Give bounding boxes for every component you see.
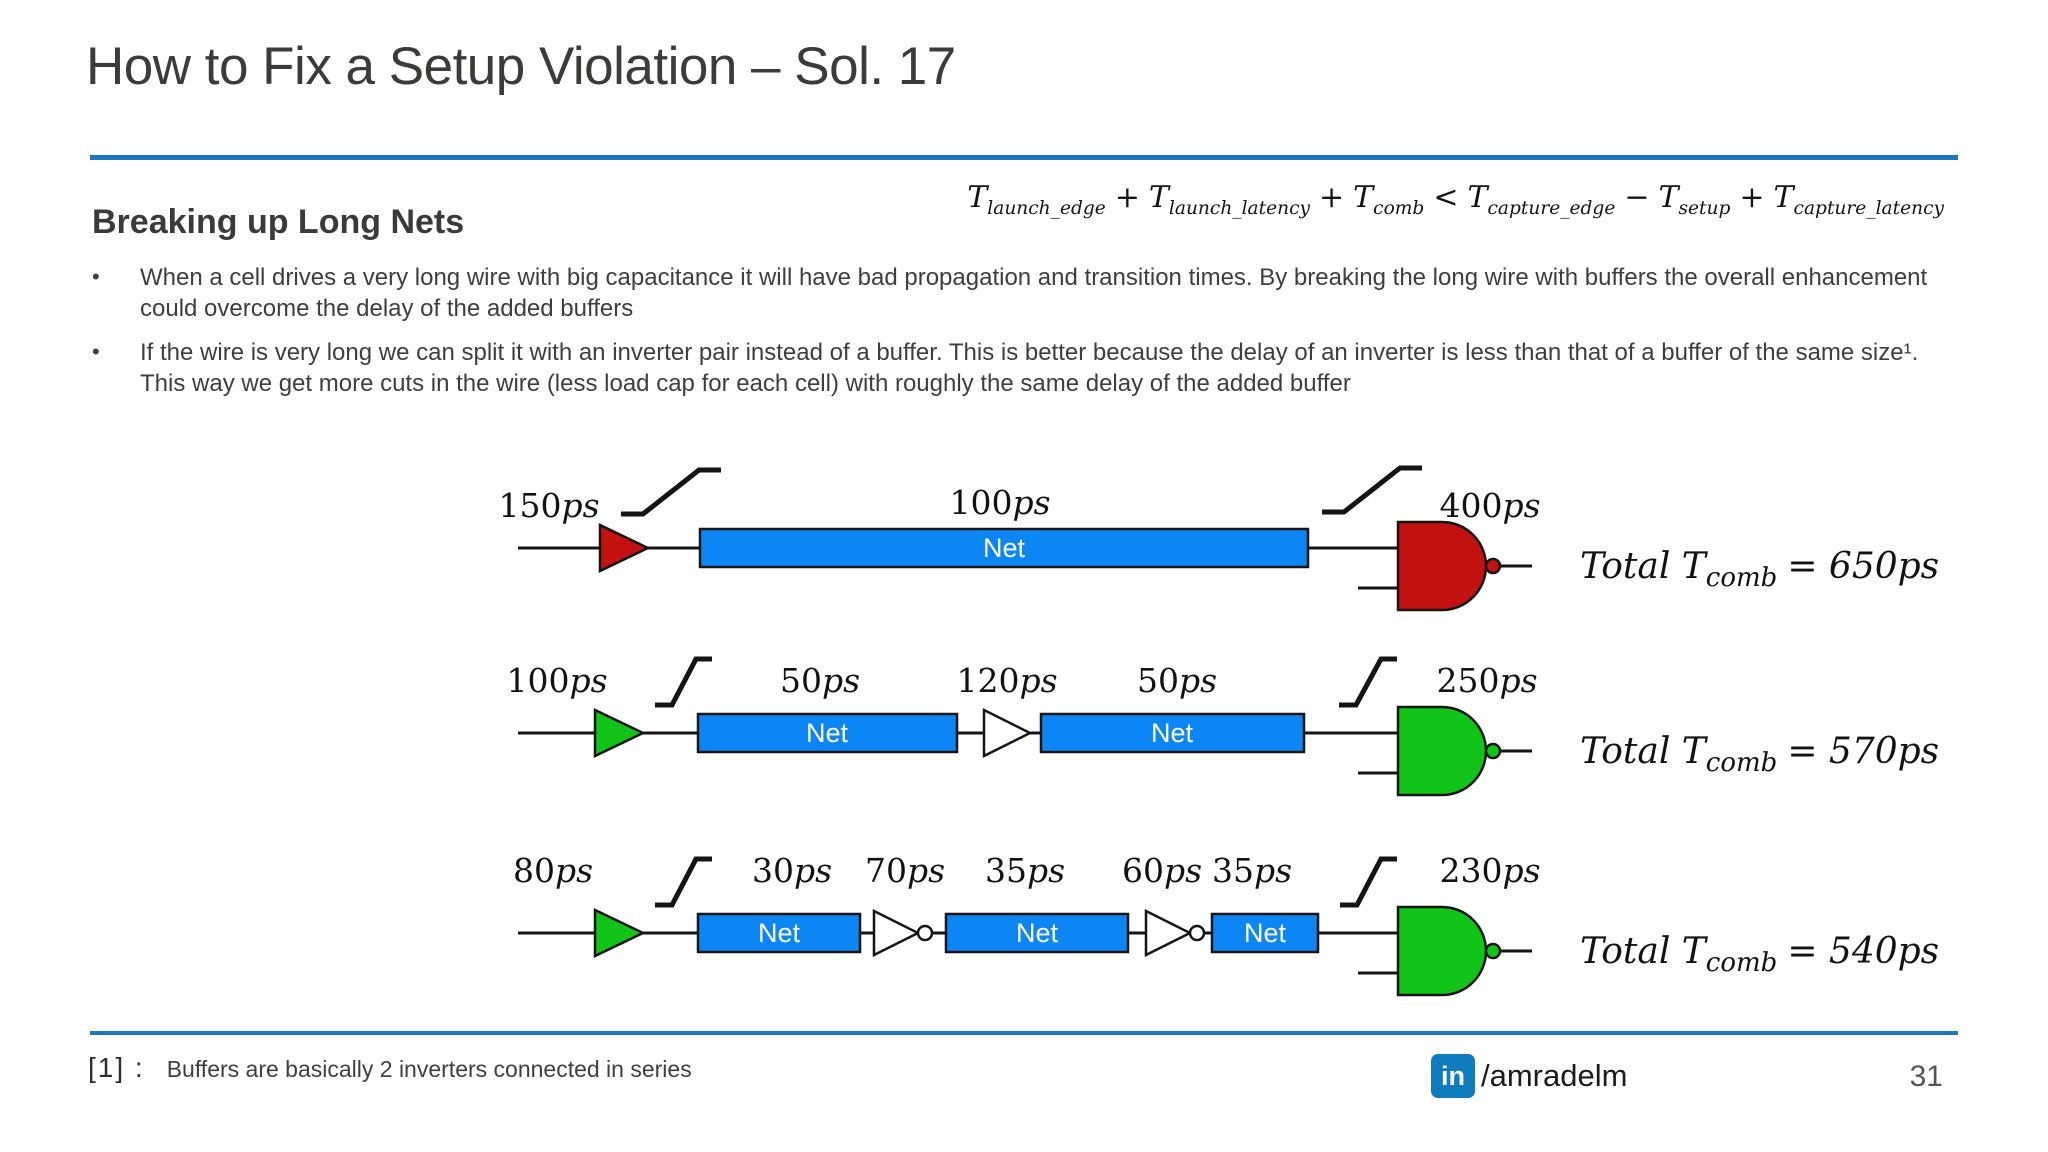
formula-operator: + — [1114, 180, 1140, 215]
footnote-marker: [1] : — [88, 1052, 145, 1083]
linkedin-icon: in — [1431, 1054, 1475, 1098]
nand-gate-green — [1358, 905, 1532, 997]
total-delay-label: Total Tcomb= 570ps — [1580, 731, 1939, 778]
timing-label: 50ps — [780, 661, 860, 700]
inverter — [1144, 908, 1206, 958]
formula-operator: + — [1739, 180, 1765, 215]
timing-label: 50ps — [1137, 661, 1217, 700]
total-delay-label: Total Tcomb= 540ps — [1580, 931, 1939, 978]
net-label: Net — [806, 718, 849, 748]
bullet-item: • If the wire is very long we can split … — [92, 337, 1952, 399]
timing-label: 100ps — [949, 483, 1050, 522]
timing-label: 230ps — [1439, 851, 1540, 890]
bullet-text: If the wire is very long we can split it… — [140, 339, 1919, 397]
net-segment — [1039, 712, 1306, 754]
net-label: Net — [758, 918, 801, 948]
timing-label: 35ps — [985, 851, 1065, 890]
gate-body — [1396, 705, 1488, 797]
net-label: Net — [983, 533, 1026, 563]
formula-term: Tcapture_edge — [1467, 180, 1616, 219]
nand-gate-green — [1358, 705, 1532, 797]
gate-bubble — [1484, 942, 1502, 960]
timing-label: 35ps — [1212, 851, 1292, 890]
driver-buffer-red — [598, 523, 651, 573]
net-segment — [698, 527, 1310, 569]
driver-buffer-green — [593, 708, 646, 758]
slow-transition-icon — [1322, 465, 1422, 515]
gate-bubble — [1484, 557, 1502, 575]
circuit-row-2: 100ps Net 50ps 120ps Net 50ps 250ps Tota… — [506, 656, 1939, 797]
net-label: Net — [1151, 718, 1194, 748]
bullet-marker: • — [92, 339, 100, 364]
repeater-buffer — [982, 707, 1033, 759]
formula-term: Tlaunch_latency — [1148, 180, 1310, 219]
title-divider-rule — [90, 155, 1958, 160]
formula-term: Tcomb — [1353, 180, 1425, 219]
fast-transition-icon — [1339, 656, 1397, 708]
page-number: 31 — [1909, 1060, 1943, 1093]
bullet-list: • When a cell drives a very long wire wi… — [92, 262, 1952, 412]
total-delay-label: Total Tcomb= 650ps — [1580, 546, 1939, 593]
timing-label: 150ps — [498, 486, 599, 525]
timing-label: 250ps — [1436, 661, 1537, 700]
gate-body — [1396, 520, 1488, 612]
footnote: [1] : Buffers are basically 2 inverters … — [88, 1052, 692, 1084]
section-heading: Breaking up Long Nets — [92, 203, 465, 241]
footnote-text: Buffers are basically 2 inverters connec… — [166, 1056, 692, 1082]
fast-transition-icon — [655, 656, 712, 708]
inverter-triangle — [872, 908, 921, 958]
gate-bubble — [1484, 742, 1502, 760]
formula-operator: < — [1433, 180, 1459, 215]
fast-transition-icon — [655, 856, 712, 908]
timing-label: 80ps — [513, 851, 593, 890]
setup-timing-formula: Tlaunch_edge+Tlaunch_latency+Tcomb<Tcapt… — [967, 180, 1944, 219]
driver-buffer-green — [593, 908, 646, 958]
slow-transition-icon — [621, 467, 721, 517]
timing-label: 70ps — [865, 851, 945, 890]
inverter — [872, 908, 934, 958]
formula-operator: − — [1624, 180, 1650, 215]
timing-label: 30ps — [752, 851, 832, 890]
circuit-row-1: 150ps Net 100ps 400ps Total Tcomb= 650ps — [498, 465, 1939, 612]
inverter-bubble — [916, 924, 934, 942]
linkedin-handle: /amradelm — [1481, 1058, 1628, 1093]
gate-body — [1396, 905, 1488, 997]
bullet-text: When a cell drives a very long wire with… — [140, 264, 1928, 322]
inverter-triangle — [1144, 908, 1193, 958]
net-segment — [696, 912, 862, 954]
net-segment — [1210, 912, 1320, 954]
inverter-bubble — [1188, 924, 1206, 942]
bullet-item: • When a cell drives a very long wire wi… — [92, 262, 1952, 324]
circuit-row-3: 80ps Net 30ps 70ps Net 35ps 60ps Net 35p… — [513, 851, 1939, 997]
fast-transition-icon — [1340, 856, 1397, 908]
bullet-marker: • — [92, 264, 100, 289]
formula-operator: + — [1319, 180, 1345, 215]
nand-gate-red — [1358, 520, 1532, 612]
footer-divider-rule — [90, 1031, 1958, 1035]
timing-label: 400ps — [1439, 486, 1540, 525]
timing-label: 120ps — [956, 661, 1057, 700]
timing-label: 60ps — [1122, 851, 1202, 890]
formula-term: Tcapture_latency — [1773, 180, 1944, 219]
slide-title: How to Fix a Setup Violation – Sol. 17 — [86, 37, 956, 96]
net-label: Net — [1016, 918, 1059, 948]
formula-term: Tsetup — [1658, 180, 1731, 219]
formula-term: Tlaunch_edge — [967, 180, 1106, 219]
net-label: Net — [1244, 918, 1287, 948]
timing-label: 100ps — [506, 661, 607, 700]
linkedin-credit: in /amradelm — [1431, 1054, 1627, 1098]
